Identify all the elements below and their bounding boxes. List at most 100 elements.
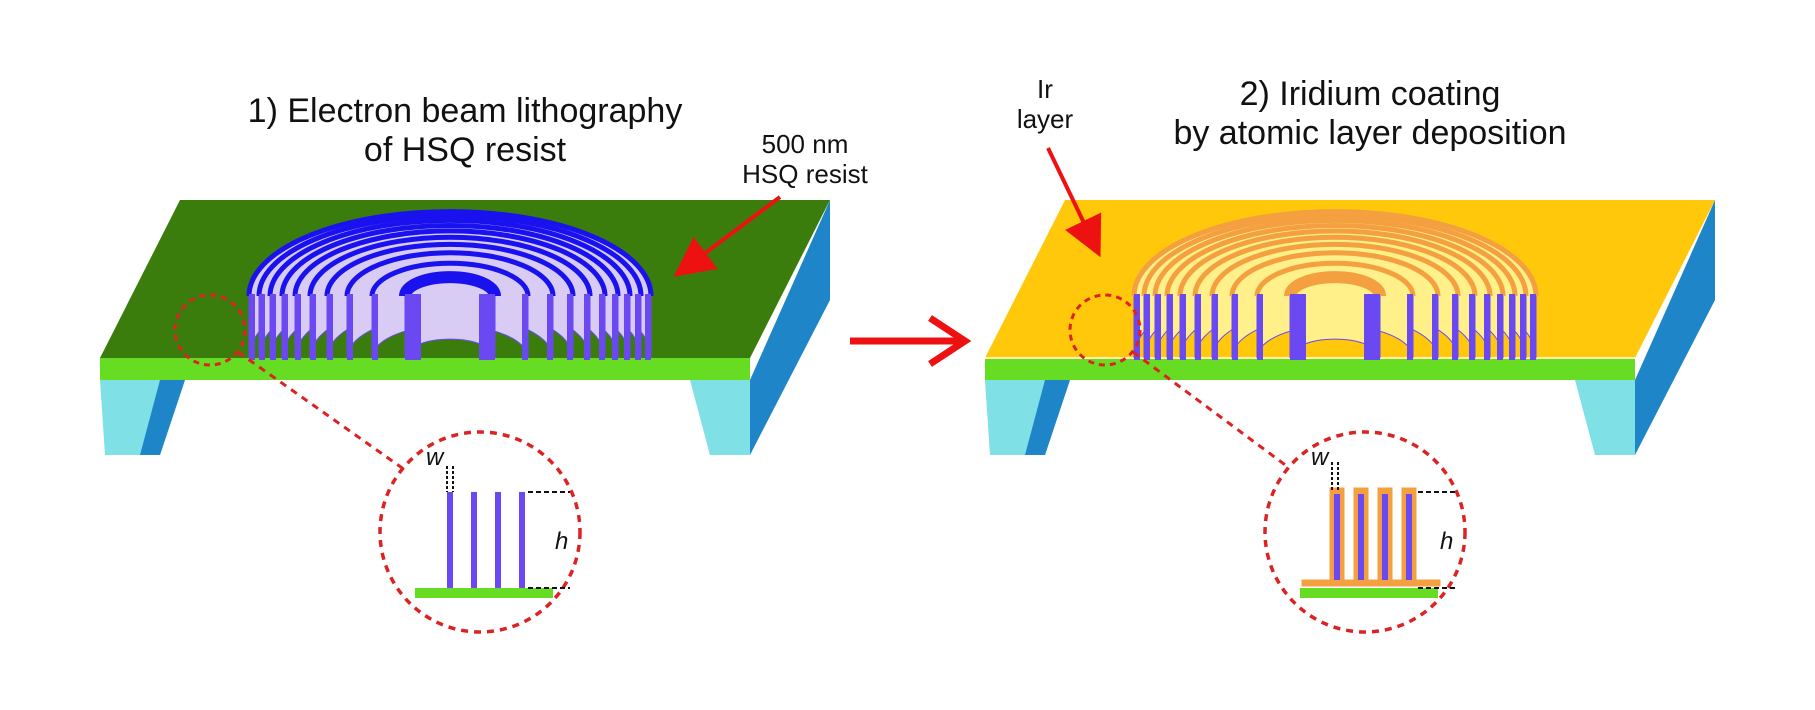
ir-ring-wall-right [1497,294,1503,360]
ir-ring-wall-left [1144,294,1150,360]
hsq-ring-rim [256,213,644,297]
panel-1-title: 1) Electron beam lithography of HSQ resi… [215,92,715,170]
ir-ring-wall-left [1180,294,1186,360]
ir-ring-rim [1152,217,1518,297]
membrane-front-edge [100,358,750,380]
zone-plate-hsq-rings [246,209,654,360]
ir-annotation-line-1: Ir [1037,74,1053,104]
hsq-ring-wall-left [282,294,288,360]
hsq-ring-rim [267,217,633,297]
zone-plate-ir-coated-rings [1131,209,1539,360]
panel-1-title-line-2: of HSQ resist [363,131,567,170]
hsq-ring-rim [344,250,556,297]
ir-ring-wall-left [1155,294,1161,360]
hsq-ring-wall-left [259,294,265,360]
ir-ring-wall-right [1530,294,1536,360]
zoom-1-height-label: h [555,528,569,555]
zoom1-line-3 [495,492,501,588]
hsq-ring-rim [292,228,608,297]
hsq-ring-wall-left [310,294,316,360]
hsq-ring-wall-left [347,294,353,360]
hsq-ring-wall-left [295,294,301,360]
panel-2-device [985,200,1715,455]
ir-ring-wall-right [1520,294,1526,360]
hsq-ring-wall-right [584,294,590,360]
panel-2-title: 2) Iridium coating by atomic layer depos… [1130,75,1610,153]
ir-ring-rim [1177,228,1493,297]
hsq-ring-rim [369,260,531,297]
ir-ring-rim [1192,234,1478,297]
ir-layer-annotation: Ir layer [990,74,1100,135]
ir-ring-1 [1284,271,1386,360]
zoom1-line-1 [447,492,453,588]
panel-2-zoom-callout [1068,293,1467,634]
hsq-ring-wall-left [270,294,276,360]
zoom-magnified-circle [1263,430,1467,634]
ir-ring-wall-right [1432,294,1438,360]
hsq-ring-rim [279,222,621,297]
substrate-side-face [750,200,830,455]
ir-ring-rim [1164,222,1506,297]
ir-ring-rim [1229,250,1441,297]
ir-ring-wall-left [1290,294,1306,360]
panel-1-title-line-1: 1) Electron beam lithography [247,92,683,130]
panel-1-device [100,200,830,455]
panel-2-title-line-2: by atomic layer deposition [1173,114,1567,153]
hsq-ring-wall-right [567,294,573,360]
zoom-2-height-label: h [1440,528,1454,555]
zoom-source-circle [1068,293,1142,367]
zoom-magnified-circle [378,430,582,634]
hsq-ring-wall-left [372,294,378,360]
membrane-front-edge [985,358,1635,380]
ir-ring-rim [1284,271,1386,297]
hsq-ring-wall-right [645,294,651,360]
zoom-membrane [415,588,553,598]
right-support [1575,380,1635,455]
hsq-ring-wall-left [405,294,421,360]
ir-ring-wall-left [1195,294,1201,360]
ir-ring-wall-left [1212,294,1218,360]
hsq-ring-wall-right [624,294,630,360]
hsq-ring-wall-right [612,294,618,360]
ir-ring-wall-left [1167,294,1173,360]
zoom2-line-4 [1406,494,1412,580]
zoom1-line-4 [519,492,525,588]
hsq-ring-wall-right [547,294,553,360]
ir-ring-wall-right [1509,294,1515,360]
zoom2-line-1 [1334,494,1340,580]
ir-ring-wall-right [1452,294,1458,360]
ir-ring-wall-left [1134,294,1140,360]
hsq-ring-wall-left [249,294,255,360]
hsq-ring-wall-right [522,294,528,360]
ir-ring-wall-left [1232,294,1238,360]
process-arrow [850,315,972,367]
right-support [690,380,750,455]
zoom-source-circle [173,293,247,367]
zoom-connector-line [1132,350,1289,469]
zoom2-line-3 [1382,494,1388,580]
panel-1-zoom-callout [173,293,582,634]
ir-ring-wall-right [1407,294,1413,360]
zoom-hsq-lines [447,492,525,588]
hsq-ring-rim [246,209,654,297]
hsq-annotation-line-1: 500 nm [761,129,849,159]
zoom-hsq-lines [1334,494,1412,580]
ir-annotation-line-2: layer [1016,103,1074,134]
zoom1-line-2 [471,492,477,588]
zoom-connector-line [237,350,406,472]
zoom-2-width-label: w [1311,444,1329,471]
zoom-ir-coating [1301,487,1441,587]
hsq-resist-annotation: 500 nm HSQ resist [715,129,895,190]
left-support-side [1025,380,1070,455]
panel-2-title-line-1: 2) Iridium coating [1239,75,1501,113]
hsq-ring-wall-right [599,294,605,360]
hsq-ring-wall-right [479,294,495,360]
ir-ring-rim [1209,241,1461,297]
ir-ring-rim [1131,209,1539,297]
hsq-ring-rim [324,241,576,297]
ir-ring-wall-left [1257,294,1263,360]
hsq-resist-pointer-arrow [673,195,782,277]
ir-ring-wall-right [1484,294,1490,360]
ir-ring-rim [1254,260,1416,297]
